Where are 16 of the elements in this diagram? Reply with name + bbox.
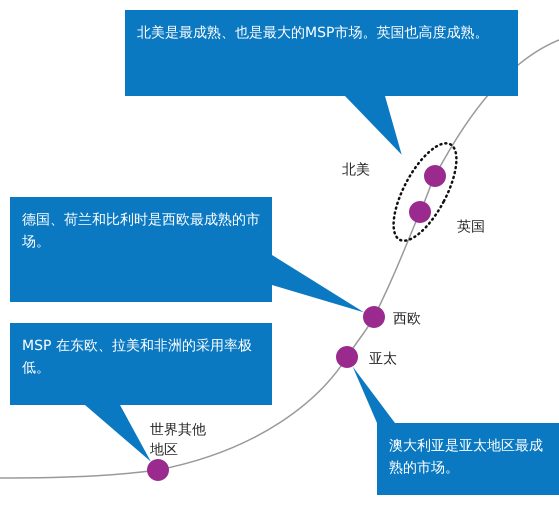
region-label: 亚太 [369, 350, 397, 369]
region-label: 北美 [342, 161, 370, 180]
callout-pointer [352, 366, 395, 423]
callout-pointer [272, 255, 364, 312]
callout-box: 澳大利亚是亚太地区最成熟的市场。 [377, 423, 559, 495]
callout-pointer [85, 405, 151, 462]
region-label: 英国 [457, 218, 485, 237]
marker-dot [336, 346, 358, 368]
region-label: 世界其他地区 [150, 421, 207, 460]
marker-dot [424, 165, 446, 187]
callout-box: 德国、荷兰和比利时是西欧最成熟的市场。 [10, 197, 272, 302]
region-label: 西欧 [393, 310, 421, 329]
marker-dot [363, 306, 385, 328]
marker-dot [409, 201, 431, 223]
callout-pointer [345, 96, 402, 155]
marker-dot [147, 459, 169, 481]
